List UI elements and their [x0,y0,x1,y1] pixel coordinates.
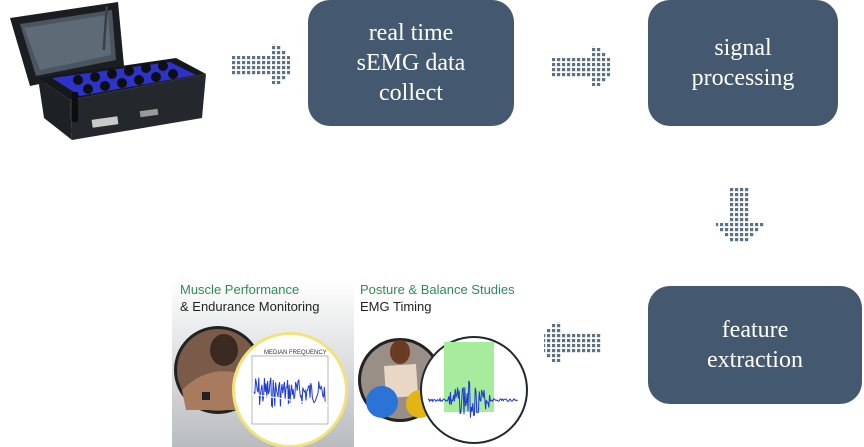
step-extraction-line-1: feature [721,317,789,343]
muscle-panel-title: Muscle Performance [180,282,300,297]
emg-device-icon [10,2,206,140]
posture-panel-title: Posture & Balance Studies [360,282,515,297]
posture-panel-background [356,280,532,447]
step-processing-line-1: signal [714,35,772,61]
posture-panel-subtitle: EMG Timing [360,299,432,314]
dotted-arrow-left-icon [544,322,601,362]
dotted-arrow-right-icon [552,46,610,86]
muscle-panel-subtitle: & Endurance Monitoring [180,299,320,314]
step-signal-processing-box: signal processing [648,0,838,126]
step-extraction-line-2: extraction [707,347,803,373]
dotted-arrow-right-icon [232,44,290,84]
step-collect-line-1: real time [368,20,454,46]
dotted-arrow-down-icon [716,188,764,242]
posture-balance-panel: Posture & Balance Studies EMG Timing [356,280,532,447]
step-processing-line-2: processing [691,65,795,91]
muscle-panel-background [172,280,354,447]
step-collect-line-3: collect [379,80,443,106]
step-collect-line-2: sEMG data [356,50,466,76]
muscle-performance-panel: Muscle Performance & Endurance Monitorin… [172,280,354,447]
step-feature-extraction-box: feature extraction [648,286,862,404]
step-realtime-collect-box: real time sEMG data collect [308,0,514,126]
median-frequency-label: MEDIAN FREQUENCY [264,350,327,356]
